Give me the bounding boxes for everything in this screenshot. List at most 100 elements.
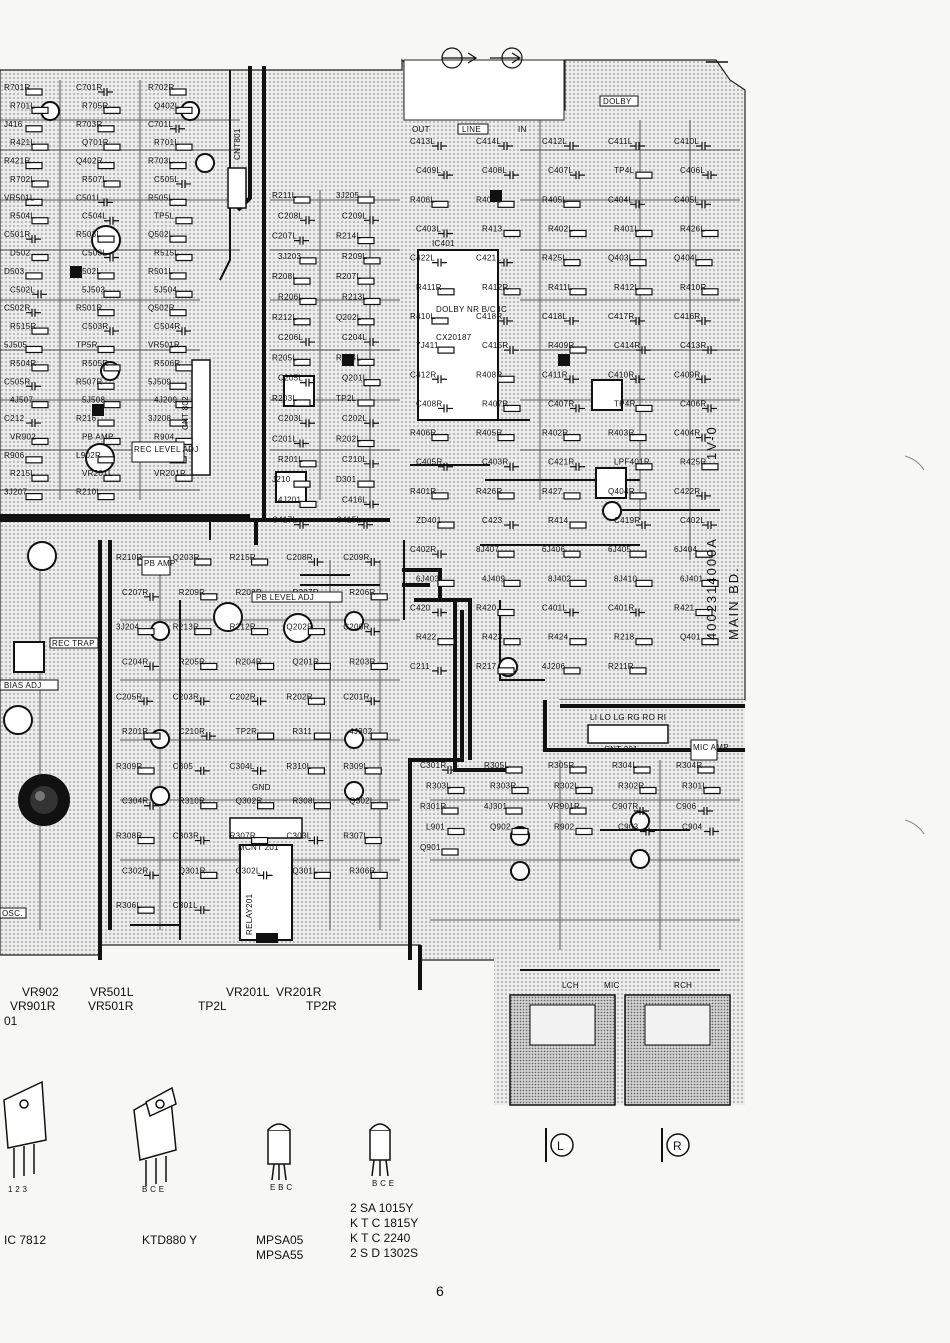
component-symbol xyxy=(437,638,455,646)
component-symbol xyxy=(251,697,267,706)
component-label: R310L xyxy=(286,762,311,771)
components-blocks xyxy=(191,59,731,1106)
component-symbol xyxy=(563,550,581,558)
component-symbol xyxy=(251,766,267,775)
pb-level-adj-label: PB LEVEL ADJ xyxy=(256,593,314,602)
component-symbol xyxy=(636,521,651,530)
component-label: R507R xyxy=(76,377,102,386)
component-symbol xyxy=(432,550,447,559)
component-symbol xyxy=(175,364,193,372)
component-label: R205L xyxy=(272,353,297,362)
component-label: R423 xyxy=(482,633,503,642)
component-label: R420 xyxy=(476,604,497,613)
component-symbol xyxy=(97,272,115,280)
component-label: Q502L xyxy=(148,230,174,239)
cnt801-label: CNT801 xyxy=(233,128,242,160)
component-label: R406L xyxy=(410,195,435,204)
component-symbol xyxy=(200,593,218,601)
component-symbol xyxy=(175,474,193,482)
component-symbol xyxy=(200,732,216,741)
component-label: Q302R xyxy=(236,797,263,806)
component-label: 8J402 xyxy=(548,574,572,583)
legend-vr902: VR902 xyxy=(22,985,59,999)
ic-part-label: CX20187 xyxy=(436,333,472,342)
component-label: R309R xyxy=(116,762,142,771)
component-label: R307L xyxy=(343,832,368,841)
component-symbol xyxy=(251,836,269,845)
component-label: C201L xyxy=(272,435,297,444)
component-symbol xyxy=(504,462,519,471)
component-symbol xyxy=(370,802,388,810)
component-label: Q202L xyxy=(336,313,362,322)
component-symbol xyxy=(504,171,519,180)
component-label: R406R xyxy=(410,429,436,438)
component-symbol xyxy=(25,88,43,96)
component-symbol xyxy=(257,802,275,810)
component-label: C423 xyxy=(482,516,503,525)
signal-flow-arrows xyxy=(441,47,728,69)
component-symbol xyxy=(103,180,121,188)
component-label: R212L xyxy=(272,313,297,322)
component-symbol xyxy=(299,500,317,509)
component-symbol xyxy=(103,474,121,482)
component-symbol xyxy=(629,550,647,558)
legend-tp2r: TP2R xyxy=(306,999,337,1013)
region-labels: DOLBY OUT LINE IN GND MIC AMP PB AMP REC… xyxy=(0,95,729,990)
component-symbol xyxy=(25,161,43,170)
trimmer-legend: VR902 VR501L VR201L VR201R VR901R VR501R… xyxy=(4,985,337,1028)
cnt301-pins-label: LI LO LG RG RO RI xyxy=(590,713,666,722)
component-symbol xyxy=(294,520,309,529)
component-label: R424 xyxy=(548,633,569,642)
component-label: R214L xyxy=(336,232,361,241)
component-symbol xyxy=(300,216,315,225)
component-symbol xyxy=(194,697,210,706)
jack-l-icon: L xyxy=(545,1128,574,1162)
component-label: PB AMP xyxy=(82,432,114,441)
package-part-label: MPSA55 xyxy=(256,1248,304,1262)
component-symbol xyxy=(437,579,455,587)
component-label: R305R xyxy=(548,761,574,770)
cnt801-connector xyxy=(227,167,247,209)
component-symbol xyxy=(251,628,269,636)
component-label: R421R xyxy=(4,157,30,166)
component-label: R303R xyxy=(490,782,516,791)
component-symbol xyxy=(144,592,159,601)
component-symbol xyxy=(293,358,311,366)
component-symbol xyxy=(563,433,581,442)
legend-vr901r: VR901R xyxy=(10,999,56,1013)
component-label: 3J204 xyxy=(116,623,140,632)
component-symbol xyxy=(98,88,113,96)
component-symbol xyxy=(143,732,161,740)
component-symbol xyxy=(103,401,121,409)
component-label: C416L xyxy=(342,495,367,504)
component-label: 4J507 xyxy=(10,396,34,405)
component-symbol xyxy=(169,382,187,390)
component-label: R209L xyxy=(342,252,367,261)
component-label: R217 xyxy=(476,662,497,671)
component-symbol xyxy=(97,419,115,427)
component-label: TP2L xyxy=(336,394,357,403)
component-label: R421 xyxy=(674,604,695,613)
component-label: Q403L xyxy=(608,254,634,263)
component-label: C416R xyxy=(674,312,700,321)
component-symbol xyxy=(702,171,717,180)
component-symbol xyxy=(308,558,324,566)
component-label: C409L xyxy=(416,166,441,175)
component-symbol xyxy=(511,786,529,795)
component-symbol xyxy=(564,608,579,617)
component-label: 5J503 xyxy=(82,285,106,294)
component-label: C503L xyxy=(82,249,107,258)
component-symbol xyxy=(635,579,653,587)
component-symbol xyxy=(104,253,119,262)
relay201-label: RELAY201 xyxy=(245,893,254,935)
component-label: R213L xyxy=(342,292,367,301)
component-label: R201R xyxy=(122,727,148,736)
component-label: C701R xyxy=(76,83,102,92)
rec-level-adj-label: REC LEVEL ADJ xyxy=(134,445,199,454)
component-label: 4J302 xyxy=(349,727,373,736)
component-symbol xyxy=(357,439,375,448)
component-symbol xyxy=(25,198,43,206)
component-label: C303R xyxy=(173,832,199,841)
legend-vr201r: VR201R xyxy=(276,985,322,999)
